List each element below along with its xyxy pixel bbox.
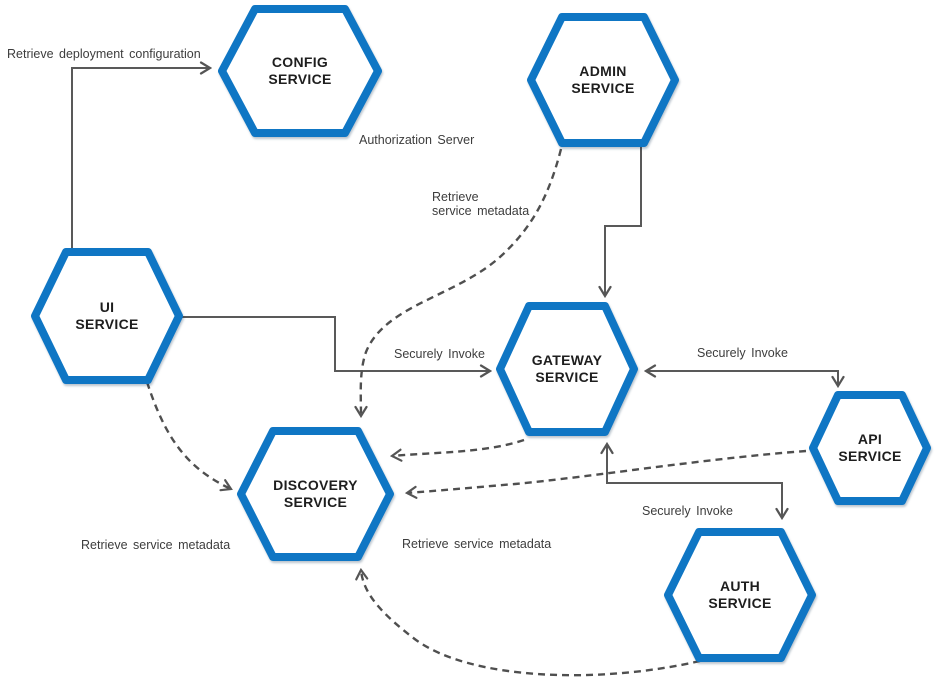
label-securely-invoke-ui-gateway: Securely Invoke bbox=[394, 347, 485, 361]
node-admin-line2: SERVICE bbox=[571, 80, 635, 96]
node-label-api: API SERVICE bbox=[808, 390, 932, 506]
node-ui-line1: UI bbox=[99, 299, 115, 315]
node-discovery-line2: SERVICE bbox=[283, 494, 348, 510]
node-api-line1: API bbox=[857, 431, 883, 447]
edge-ui-config bbox=[71, 68, 210, 250]
hexagon-shape bbox=[527, 13, 679, 147]
label-securely-invoke-api-gateway: Securely Invoke bbox=[697, 346, 788, 360]
hexagon-shape bbox=[809, 391, 931, 505]
node-label-admin: ADMIN SERVICE bbox=[526, 12, 680, 148]
label-authorization-server: Authorization Server bbox=[359, 133, 475, 147]
node-admin-line1: ADMIN bbox=[579, 63, 627, 79]
hexagon-shape bbox=[496, 302, 638, 436]
node-label-gateway: GATEWAY SERVICE bbox=[495, 301, 639, 437]
node-gateway-line1: GATEWAY bbox=[531, 352, 603, 368]
edge-ui-discovery bbox=[145, 381, 231, 489]
node-label-auth: AUTH SERVICE bbox=[663, 527, 817, 663]
edge-api-discovery bbox=[407, 449, 807, 493]
node-gateway-service: GATEWAY SERVICE bbox=[495, 301, 639, 437]
node-config-line1: CONFIG bbox=[271, 54, 329, 70]
node-config-line2: SERVICE bbox=[268, 71, 332, 87]
hexagon-shape bbox=[31, 248, 183, 384]
edge-api-gateway bbox=[646, 371, 838, 386]
label-retrieve-service-metadata-api: Retrieve service metadata bbox=[402, 537, 552, 551]
node-gateway-line2: SERVICE bbox=[535, 369, 599, 385]
hexagon-shape bbox=[664, 528, 816, 662]
edge-gateway-auth bbox=[607, 444, 782, 518]
edge-admin-gateway bbox=[605, 147, 642, 296]
label-retrieve-service-metadata-ui: Retrieve service metadata bbox=[81, 538, 231, 552]
label-retrieve-deployment-configuration: Retrieve deployment configuration bbox=[7, 47, 201, 61]
edge-auth-discovery bbox=[361, 570, 701, 677]
node-discovery-line1: DISCOVERY bbox=[273, 477, 358, 493]
label-securely-invoke-gateway-auth: Securely Invoke bbox=[642, 504, 733, 518]
edge-admin-discovery bbox=[361, 148, 563, 416]
node-discovery-service: DISCOVERY SERVICE bbox=[236, 426, 395, 562]
node-label-discovery: DISCOVERY SERVICE bbox=[236, 426, 395, 562]
label-retrieve-service-metadata-admin: Retrieve service metadata bbox=[432, 190, 530, 218]
node-config-service: CONFIG SERVICE bbox=[217, 4, 383, 138]
node-auth-line2: SERVICE bbox=[708, 595, 772, 611]
edge-ui-gateway bbox=[181, 316, 490, 371]
node-auth-service: AUTH SERVICE bbox=[663, 527, 817, 663]
node-api-line2: SERVICE bbox=[838, 448, 902, 464]
hexagon-shape bbox=[218, 5, 382, 137]
edge-gateway-discovery bbox=[392, 438, 525, 456]
node-ui-service: UI SERVICE bbox=[30, 247, 184, 385]
node-ui-line2: SERVICE bbox=[75, 316, 139, 332]
node-label-ui: UI SERVICE bbox=[30, 247, 184, 385]
node-api-service: API SERVICE bbox=[808, 390, 932, 506]
node-auth-line1: AUTH bbox=[719, 578, 761, 594]
node-admin-service: ADMIN SERVICE bbox=[526, 12, 680, 148]
node-label-config: CONFIG SERVICE bbox=[217, 4, 383, 138]
hexagon-shape bbox=[237, 427, 394, 561]
